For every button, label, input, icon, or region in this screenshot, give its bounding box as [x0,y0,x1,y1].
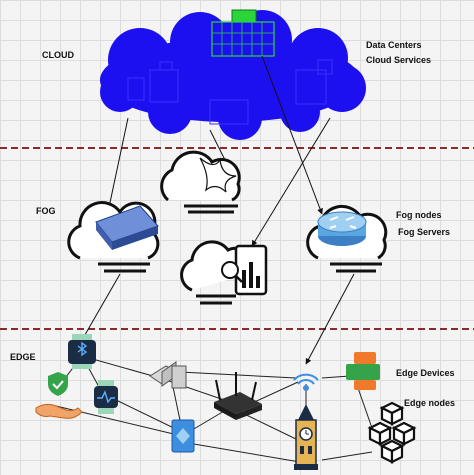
laptop-icon [149,361,187,389]
edge-devices-label: Edge Devices [396,368,455,378]
cloud-buildings [127,59,333,125]
data-center-icon [211,9,275,57]
server-icon [67,201,160,273]
wifi-icon [293,373,319,391]
fog-nodes-label: Fog nodes [396,210,442,220]
smartwatch-icon [68,334,96,369]
wifi-router-icon [214,372,262,420]
cloud-tier-label: CLOUD [42,50,74,60]
fog-to-edge-links [81,273,355,365]
fog-servers-label: Fog Servers [398,227,451,237]
edge-nodes-label: Edge nodes [404,398,456,408]
clock-tower-icon [294,404,318,470]
cloud-shape [100,10,366,140]
data-centers-label: Data Centers [366,40,422,50]
edge-device-icon [346,352,380,390]
cloud-icon [160,150,241,214]
cloud-to-fog-links [106,55,331,247]
cube-network-icon [367,401,417,464]
router-icon [306,205,388,273]
cloud-services-label: Cloud Services [366,55,432,65]
analytics-icon [180,240,268,305]
tablet-icon [171,419,195,453]
fog-tier-label: FOG [36,206,56,216]
health-hand-icon [35,372,83,419]
smartwatch-pulse-icon [94,380,118,414]
edge-tier-label: EDGE [10,352,36,362]
